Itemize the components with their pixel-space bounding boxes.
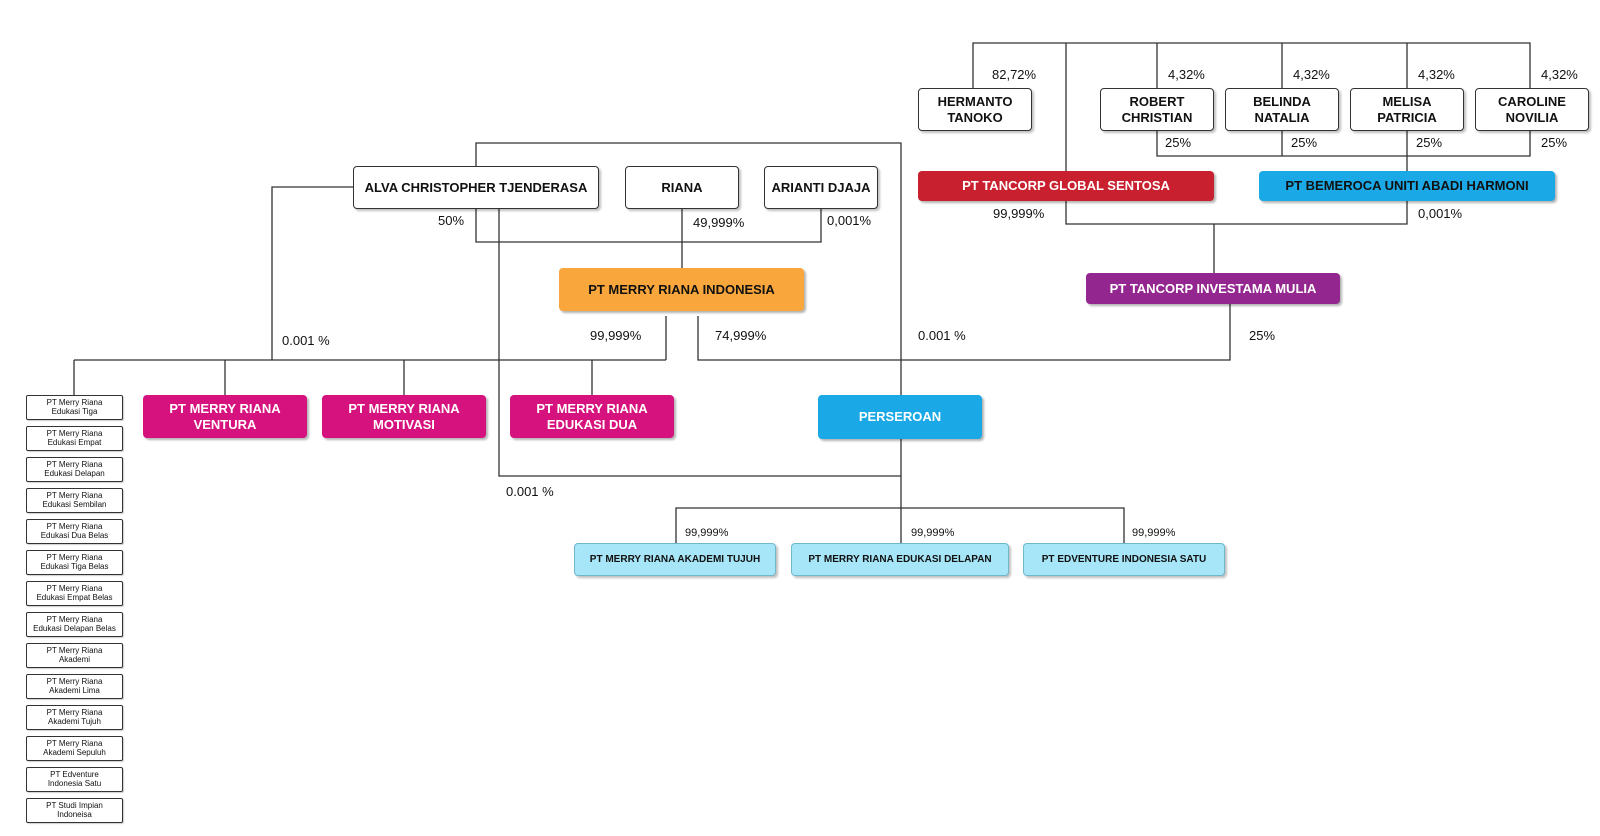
person-belinda-natalia: BELINDA NATALIA	[1225, 88, 1339, 131]
pct-robert: 4,32%	[1168, 67, 1205, 82]
pct-tancorp-global-to-investama: 99,999%	[993, 206, 1045, 221]
pct-robert-bemeroca: 25%	[1165, 135, 1192, 150]
pct-caroline-bemeroca: 25%	[1541, 135, 1568, 150]
person-robert-christian: ROBERT CHRISTIAN	[1100, 88, 1214, 131]
small-company-3: PT Merry Riana Edukasi Sembilan	[26, 488, 123, 513]
company-perseroan: PERSEROAN	[818, 395, 982, 439]
company-tancorp-investama-mulia: PT TANCORP INVESTAMA MULIA	[1086, 273, 1340, 304]
small-company-7: PT Merry Riana Edukasi Delapan Belas	[26, 612, 123, 637]
small-company-9: PT Merry Riana Akademi Lima	[26, 674, 123, 699]
company-edventure-indonesia-satu: PT EDVENTURE INDONESIA SATU	[1023, 543, 1225, 576]
small-company-13: PT Studi Impian Indoneisa	[26, 798, 123, 823]
person-riana: RIANA	[625, 166, 739, 209]
person-hermanto-tanoko: HERMANTO TANOKO	[918, 88, 1032, 131]
small-company-11: PT Merry Riana Akademi Sepuluh	[26, 736, 123, 761]
pct-akademi-tujuh: 99,999%	[685, 527, 729, 539]
pct-belinda: 4,32%	[1293, 67, 1330, 82]
person-caroline-novilia: CAROLINE NOVILIA	[1475, 88, 1589, 131]
small-company-8: PT Merry Riana Akademi	[26, 643, 123, 668]
small-company-5: PT Merry Riana Edukasi Tiga Belas	[26, 550, 123, 575]
pct-investama-to-perseroan: 25%	[1249, 328, 1276, 343]
pct-riana: 49,999%	[693, 215, 745, 230]
person-melisa-patricia: MELISA PATRICIA	[1350, 88, 1464, 131]
company-merry-riana-edukasi-delapan: PT MERRY RIANA EDUKASI DELAPAN	[791, 543, 1009, 576]
pct-melisa-bemeroca: 25%	[1416, 135, 1443, 150]
company-merry-riana-edukasi-dua: PT MERRY RIANA EDUKASI DUA	[510, 395, 674, 438]
pct-melisa: 4,32%	[1418, 67, 1455, 82]
pct-alva-to-perseroan: 0.001 %	[918, 328, 966, 343]
company-tancorp-global-sentosa: PT TANCORP GLOBAL SENTOSA	[918, 171, 1214, 201]
company-merry-riana-indonesia: PT MERRY RIANA INDONESIA	[559, 268, 804, 311]
pct-edventure: 99,999%	[1132, 527, 1176, 539]
company-merry-riana-motivasi: PT MERRY RIANA MOTIVASI	[322, 395, 486, 438]
person-alva-christopher-tjenderasa: ALVA CHRISTOPHER TJENDERASA	[353, 166, 599, 209]
company-merry-riana-ventura: PT MERRY RIANA VENTURA	[143, 395, 307, 438]
pct-hermanto: 82,72%	[992, 67, 1037, 82]
pct-bemeroca-to-investama: 0,001%	[1418, 206, 1463, 221]
small-company-6: PT Merry Riana Edukasi Empat Belas	[26, 581, 123, 606]
company-merry-riana-akademi-tujuh: PT MERRY RIANA AKADEMI TUJUH	[574, 543, 776, 576]
small-company-0: PT Merry Riana Edukasi Tiga	[26, 395, 123, 420]
pct-alva-to-edukasi-dua: 0.001 %	[506, 484, 554, 499]
small-company-2: PT Merry Riana Edukasi Delapan	[26, 457, 123, 482]
pct-alva-to-subsidiaries: 0.001 %	[282, 333, 330, 348]
pct-belinda-bemeroca: 25%	[1291, 135, 1318, 150]
pct-mri-to-subsidiaries: 99,999%	[590, 328, 642, 343]
pct-alva: 50%	[438, 213, 465, 228]
small-company-4: PT Merry Riana Edukasi Dua Belas	[26, 519, 123, 544]
company-bemeroca-uniti-abadi-harmoni: PT BEMEROCA UNITI ABADI HARMONI	[1259, 171, 1555, 201]
small-company-10: PT Merry Riana Akademi Tujuh	[26, 705, 123, 730]
person-arianti-djaja: ARIANTI DJAJA	[764, 166, 878, 209]
pct-mri-to-perseroan: 74,999%	[715, 328, 767, 343]
pct-edukasi-delapan: 99,999%	[911, 527, 955, 539]
pct-caroline: 4,32%	[1541, 67, 1578, 82]
small-company-12: PT Edventure Indonesia Satu	[26, 767, 123, 792]
small-company-1: PT Merry Riana Edukasi Empat	[26, 426, 123, 451]
pct-arianti: 0,001%	[827, 213, 872, 228]
